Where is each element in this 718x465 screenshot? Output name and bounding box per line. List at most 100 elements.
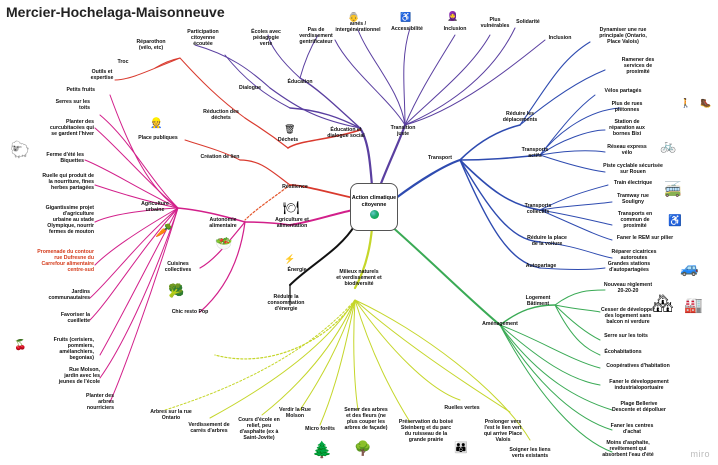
node-milieux[interactable]: Milieux naturels et verdissement et biod… [336, 269, 382, 287]
node-faner-developpement[interactable]: Faner le développement industrialoportua… [609, 379, 669, 391]
node-gigantissime[interactable]: Gigantissime projet d'agriculture urbain… [45, 205, 94, 235]
node-reduire-conso[interactable]: Réduire la consommation d'énergie [267, 294, 305, 312]
node-transports-collectifs[interactable]: Transports collectifs [524, 203, 552, 215]
node-outils[interactable]: Outils et expertise [90, 69, 114, 81]
node-rues-pietonnes[interactable]: Plus de rues piétonnes [611, 101, 643, 113]
node-tramway[interactable]: Tramway rue Souligny [617, 193, 649, 205]
bicycle-icon: 🚲 [660, 138, 677, 153]
node-inclusion-2[interactable]: Inclusion [548, 35, 572, 41]
node-favoriser-cueillette[interactable]: Favoriser la cueillette [60, 312, 90, 324]
node-plage-bellerive[interactable]: Plage Bellerive Descente et dépolluer [612, 401, 666, 413]
node-ecohabitations[interactable]: Écohabitations [604, 349, 642, 355]
node-piste-cyclable[interactable]: Piste cyclable sécurisée sur Rouen [603, 163, 663, 175]
node-fruits[interactable]: Fruits (cerisiers, pommiers, amélanchier… [53, 337, 94, 361]
node-dechets[interactable]: Déchets [277, 137, 299, 143]
node-accessibilite[interactable]: Accessibilité [391, 26, 423, 32]
family-icon: 👪 [454, 442, 468, 454]
node-participation[interactable]: Participation citoyenne écoutée [187, 29, 219, 47]
node-dynamiser-rue[interactable]: Dynamiser une rue principale (Ontario, P… [599, 27, 647, 45]
node-reseau-express[interactable]: Réseau express vélo [607, 144, 647, 156]
node-transition-juste[interactable]: Transition juste [390, 125, 416, 137]
node-place-publiques[interactable]: Place publiques [138, 135, 178, 141]
node-ruelles-vertes[interactable]: Ruelles vertes [444, 405, 480, 411]
node-cesser-developper[interactable]: Cesser de développer des logement sans b… [601, 307, 655, 325]
node-logement-batiment[interactable]: Logement Bâtiment [525, 295, 551, 307]
node-promenade[interactable]: Promenade du contour rue Dufresne du Car… [37, 249, 94, 273]
node-ecoles[interactable]: Écoles avec pédagogie verte [251, 29, 281, 47]
node-planter-curcubitacees[interactable]: Planter des curcubitacées qui se gardent… [49, 119, 94, 137]
node-cours-ecole[interactable]: Cours d'école en relief, peu d'asphalte … [238, 417, 280, 441]
node-semer-arbres[interactable]: Semer des arbres et des fleurs (ne plus … [344, 407, 388, 431]
hiking-boots-icon: 🥾 [700, 98, 712, 108]
node-pas-verdissement[interactable]: Pas de verdissement gentrificateur [299, 27, 333, 45]
node-ferme-biquettes[interactable]: Ferme d'été les Biquettes [46, 152, 84, 164]
node-ramener-services[interactable]: Ramener des services de proximité [621, 57, 655, 75]
node-arbres-ontario[interactable]: Arbres sur la rue Ontario [150, 409, 192, 421]
node-verdissement-carres[interactable]: Verdissement de carrés d'arbres [188, 422, 230, 434]
node-prolonger-vers[interactable]: Prolonger vers l'est le lien vert qui ar… [483, 419, 523, 443]
node-rue-molson[interactable]: Rue Molson, jardin avec les jeunes de l'… [58, 367, 100, 385]
node-autopartage[interactable]: Autopartage [525, 263, 557, 269]
node-resilience[interactable]: Résilience [282, 184, 308, 190]
center-node[interactable]: Action climatique citoyenne [350, 183, 398, 231]
node-micro-forets[interactable]: Micro forêts [305, 426, 335, 432]
node-preservation-boise[interactable]: Préservation du boisé Steinberg et du pa… [398, 419, 454, 443]
node-cuisines[interactable]: Cuisines collectives [164, 261, 192, 273]
sheep-icon: 🐑 [10, 142, 30, 159]
plate-icon: 🍽 [283, 200, 300, 215]
center-label: Action climatique citoyenne [351, 195, 397, 208]
node-jardins-communautaires[interactable]: Jardins communautaires [48, 289, 90, 301]
trash-can-icon: 🗑 [284, 124, 296, 134]
node-faner-centres[interactable]: Faner les centres d'achat [610, 423, 654, 435]
car-icon: 🚙 [680, 260, 699, 277]
node-dialogue[interactable]: Dialogue [239, 85, 261, 91]
globe-icon [369, 209, 379, 219]
node-autonomie[interactable]: Autonomie alimentaire [209, 217, 237, 229]
salad-bowl-icon: 🥗 [215, 235, 233, 251]
node-solidarite[interactable]: Solidarité [516, 19, 540, 25]
node-train-electrique[interactable]: Train électrique [613, 180, 653, 186]
node-reduire-voiture[interactable]: Réduire la place de la voiture [527, 235, 567, 247]
node-education-dialogue[interactable]: Éducation et dialogue social [327, 127, 365, 139]
node-energie[interactable]: Énergie [287, 267, 307, 273]
node-grandes-stations[interactable]: Grandes stations d'autopartagées [607, 261, 651, 273]
node-plus-vulnerables[interactable]: Plus vulnérables [480, 17, 510, 29]
node-intergenerationnel[interactable]: aînés / intergénérationnel [335, 21, 381, 33]
node-petits-fruits[interactable]: Petits fruits [66, 87, 95, 93]
node-nouveau-reglement[interactable]: Nouveau règlement 20-20-20 [603, 282, 653, 294]
page-title: Mercier-Hochelaga-Maisonneuve [6, 4, 225, 20]
node-transports-actifs[interactable]: Transports actifs [521, 147, 549, 159]
node-verdir-molson[interactable]: Verdir la Rue Molson [279, 407, 311, 419]
node-troc[interactable]: Troc [117, 59, 129, 65]
node-reduire-deplacements[interactable]: Réduire les déplacements [502, 111, 538, 123]
node-creation-lien[interactable]: Création de lien [200, 154, 240, 160]
node-reparothon[interactable]: Réparothon (vélo, etc) [136, 39, 166, 51]
node-velos-partages[interactable]: Vélos partagés [604, 88, 642, 94]
node-moins-asphalte[interactable]: Moins d'asphalte, revêtement qui absorbe… [602, 440, 654, 458]
node-transports-commun[interactable]: Transports en commun de proximité [617, 211, 653, 229]
node-station-reparation[interactable]: Station de réparation aux bornes Bixi [609, 119, 645, 137]
lightning-icon: ⚡ [284, 254, 296, 264]
wheelchair-icon: ♿ [400, 12, 412, 22]
node-faner-rem[interactable]: Faner le REM sur pilier [616, 235, 674, 241]
tree-icon: 🌲 [312, 442, 332, 459]
people-icon: 👵 [348, 12, 360, 22]
node-ruelle-nourriture[interactable]: Ruelle qui produit de la nourriture, fin… [42, 173, 94, 191]
node-serres-toits[interactable]: Serres sur les toits [55, 99, 90, 111]
node-reduction-dechets[interactable]: Réduction des déchets [203, 109, 239, 121]
node-cooperatives[interactable]: Coopératives d'habitation [606, 363, 670, 369]
node-chic-resto[interactable]: Chic resto Pop [171, 309, 209, 315]
accessibility-symbol-icon: ♿ [668, 215, 682, 227]
node-inclusion-1[interactable]: Inclusion [443, 26, 467, 32]
node-amenagement[interactable]: Aménagement [482, 321, 518, 327]
node-soigner-liens[interactable]: Soigner les liens verts existants [509, 447, 551, 459]
walking-person-icon: 🚶 [680, 98, 692, 108]
node-planter-arbres[interactable]: Planter des arbres nourriciers [86, 393, 114, 411]
node-agriculture-urbaine[interactable]: Agriculture urbaine [141, 201, 169, 213]
node-reparer-cicatrices[interactable]: Réparer cicatrices autoroutes [611, 249, 657, 261]
node-transport[interactable]: Transport [428, 155, 452, 161]
vegetable-basket-icon: 🥦 [168, 283, 185, 298]
node-agriculture-alimentation[interactable]: Agriculture et alimentation [275, 217, 309, 229]
node-serre-toits[interactable]: Serre sur les toits [604, 333, 648, 339]
node-education[interactable]: Éducation [287, 79, 313, 85]
